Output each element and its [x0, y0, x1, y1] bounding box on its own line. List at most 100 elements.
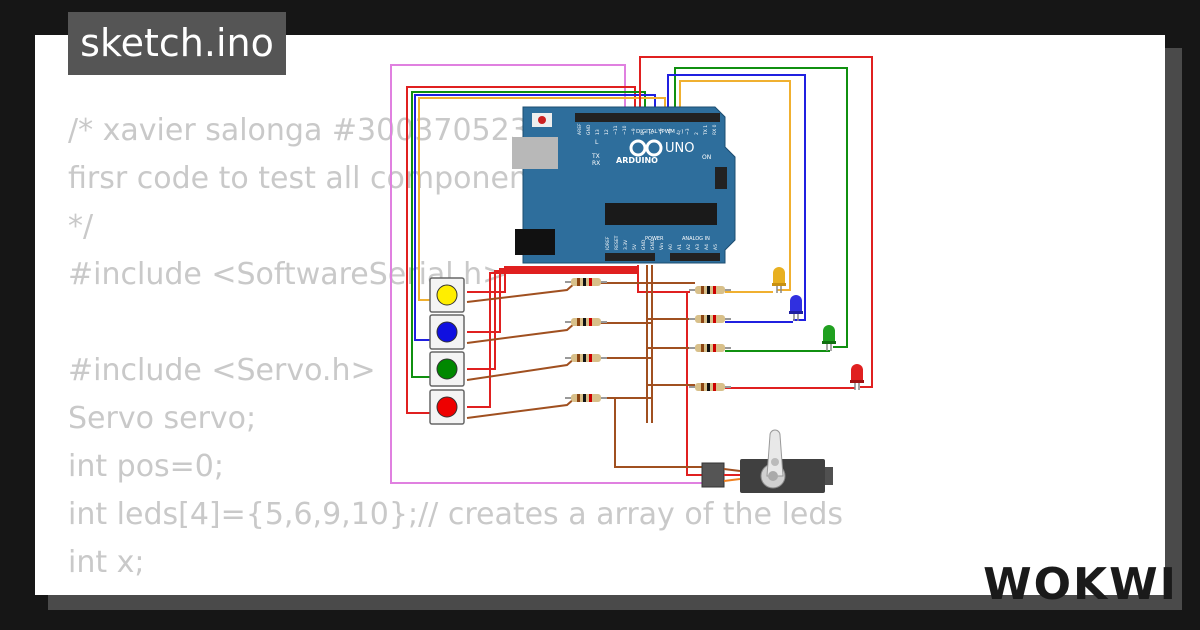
wire-brown-buttons — [466, 282, 652, 419]
pin-label: IOREF — [605, 236, 611, 250]
resistor — [689, 286, 731, 294]
wire-brown-servo — [614, 398, 705, 468]
wire-brown-leds — [647, 282, 695, 386]
pin-label: RESET — [614, 235, 620, 250]
pin-label: A3 — [695, 244, 701, 250]
reset-button-cap[interactable] — [538, 116, 546, 124]
resistor — [689, 383, 731, 391]
pin-label: 3.3V — [623, 239, 629, 250]
pin-label: 4 — [676, 132, 682, 135]
power-header — [605, 253, 655, 261]
rx-label: RX — [592, 160, 600, 167]
wire-red-rail2 — [686, 292, 705, 476]
wire-red-rail — [637, 265, 690, 293]
code-line: int buttons[4]={2,3,4,7}; — [68, 587, 843, 595]
pin-label: 5V — [632, 243, 638, 250]
board-brand: ARDUINO — [616, 156, 658, 165]
pin-label: 8 — [640, 132, 646, 135]
pin-label: 7 — [649, 132, 655, 135]
pushbutton-yellow[interactable] — [429, 277, 465, 313]
tx-label: TX — [591, 153, 600, 160]
resistor — [689, 315, 731, 323]
code-line: /* xavier salonga #300370523 — [68, 113, 529, 148]
resistors — [565, 278, 731, 402]
wire-pink — [390, 64, 705, 484]
arduino-logo-icon — [629, 139, 663, 157]
pin-label: A5 — [713, 244, 719, 250]
analog-label: ANALOG IN — [682, 236, 710, 242]
pin-label: ~5 — [667, 128, 673, 135]
code-line: #include <SoftwareSerial.h> — [68, 257, 508, 292]
digital-header — [575, 113, 720, 122]
on-label: ON — [702, 154, 711, 161]
pin-label: ~11 — [613, 125, 619, 135]
pushbutton-green[interactable] — [429, 351, 465, 387]
pushbutton-blue[interactable] — [429, 314, 465, 350]
code-line: int leds[4]={5,6,9,10};// creates a arra… — [68, 497, 844, 532]
pin-label: A4 — [704, 244, 710, 250]
led-blue[interactable] — [789, 295, 803, 321]
led-yellow[interactable] — [772, 267, 786, 293]
wire-blue-led — [667, 74, 806, 321]
wire-green-button — [411, 91, 646, 378]
pin-label: 12 — [604, 129, 610, 135]
pin-label: GND — [650, 239, 656, 250]
pin-label: ~6 — [658, 128, 664, 135]
pin-label: GND — [586, 124, 592, 135]
l-label: L — [595, 139, 599, 146]
pin-label: AREF — [577, 123, 583, 135]
pin-label: ~10 — [622, 125, 628, 135]
pushbutton-red[interactable] — [429, 389, 465, 425]
servo-motor[interactable] — [701, 429, 833, 493]
pin-label: 13 — [595, 129, 601, 135]
power-jack — [515, 229, 555, 255]
led-green[interactable] — [822, 325, 836, 351]
servo-horn-icon — [768, 471, 778, 481]
pin-label: A1 — [677, 244, 683, 250]
wire-red-buttons — [467, 266, 638, 408]
code-line: int pos=0; — [68, 449, 225, 484]
pushbuttons[interactable] — [429, 277, 465, 425]
wire-brown-gnd — [646, 265, 653, 423]
code-line: */ — [68, 209, 94, 244]
wokwi-logo: WOKWI — [983, 559, 1178, 610]
wire-blue-button — [414, 94, 656, 341]
resistor — [565, 394, 607, 402]
usb-port — [512, 137, 558, 169]
pin-label: ~9 — [631, 128, 637, 135]
wire-yellow-led — [679, 80, 791, 291]
icsp-header — [715, 167, 727, 189]
resistor — [565, 278, 607, 286]
circuit-diagram: DIGITAL (PWM ~) ARDUINO UNO ON L TX RX P… — [390, 56, 873, 493]
pin-label: TX 1 — [703, 125, 709, 136]
digital-label: DIGITAL (PWM ~) — [636, 129, 683, 135]
pin-label: A2 — [686, 244, 692, 250]
wire-green-led — [674, 67, 848, 348]
wire-red-led — [639, 56, 873, 388]
pin-label: GND — [641, 239, 647, 250]
wire-red-button — [406, 86, 636, 414]
board-model: UNO — [665, 141, 694, 156]
analog-header — [670, 253, 720, 261]
power-label: POWER — [645, 236, 664, 242]
pin-label: ~3 — [685, 128, 691, 135]
code-line: int x; — [68, 545, 145, 580]
arduino-board[interactable]: DIGITAL (PWM ~) ARDUINO UNO ON L TX RX P… — [512, 106, 736, 264]
resistor — [565, 318, 607, 326]
code-line: Servo servo; — [68, 401, 257, 436]
pin-label: Vin — [659, 243, 665, 250]
resistor — [565, 354, 607, 362]
pin-label: A0 — [668, 244, 674, 250]
pin-label: 2 — [694, 132, 700, 135]
file-title: sketch.ino — [68, 12, 286, 75]
resistor — [689, 344, 731, 352]
pin-label: RX 0 — [712, 124, 718, 135]
leds[interactable] — [772, 267, 864, 390]
led-red[interactable] — [850, 364, 864, 390]
code-line: #include <Servo.h> — [68, 353, 376, 388]
atmega-chip — [605, 203, 717, 225]
